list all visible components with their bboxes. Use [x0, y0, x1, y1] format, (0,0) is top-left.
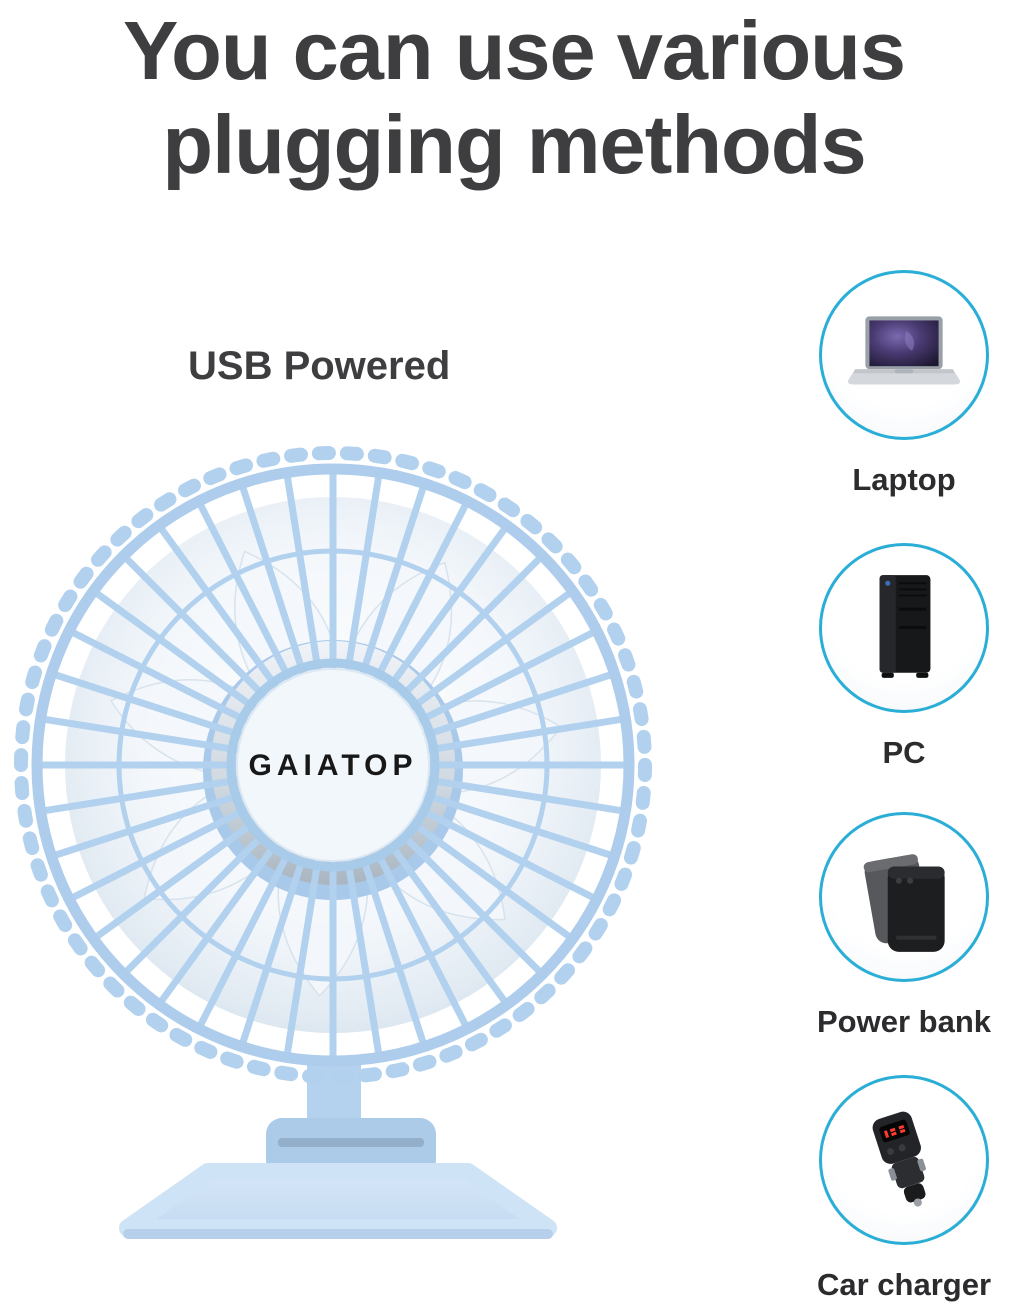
- method-circle-car-charger: [819, 1075, 989, 1245]
- plugging-method-power-bank: Power bank: [788, 812, 1020, 1040]
- power-bank-icon: [863, 854, 945, 952]
- fan-cage: [14, 446, 652, 1084]
- method-circle-power-bank: [819, 812, 989, 982]
- method-label-power-bank: Power bank: [817, 1004, 991, 1039]
- plugging-method-car-charger: Car charger: [788, 1075, 1020, 1303]
- fan-stand: [119, 1058, 557, 1239]
- plugging-methods-column: Laptop PC: [788, 0, 1020, 1307]
- car-charger-icon: [872, 1111, 926, 1207]
- laptop-icon: [847, 316, 961, 385]
- fan-svg: GAIATOP: [14, 446, 652, 1239]
- plugging-method-pc: PC: [788, 543, 1020, 771]
- method-label-pc: PC: [882, 735, 926, 770]
- pc-tower-icon: [879, 575, 931, 678]
- fan-brand-text: GAIATOP: [249, 749, 418, 782]
- headline: You can use various plugging methods: [0, 4, 1028, 192]
- method-circle-laptop: [819, 270, 989, 440]
- plugging-method-laptop: Laptop: [788, 270, 1020, 498]
- method-circle-pc: [819, 543, 989, 713]
- method-label-laptop: Laptop: [852, 462, 956, 497]
- usb-powered-label: USB Powered: [188, 344, 451, 388]
- headline-line-2: plugging methods: [162, 97, 866, 191]
- fan-illustration: GAIATOP: [8, 430, 658, 1280]
- method-label-car-charger: Car charger: [816, 1267, 992, 1302]
- fan-hub: GAIATOP: [236, 668, 430, 862]
- headline-line-1: You can use various: [122, 4, 906, 97]
